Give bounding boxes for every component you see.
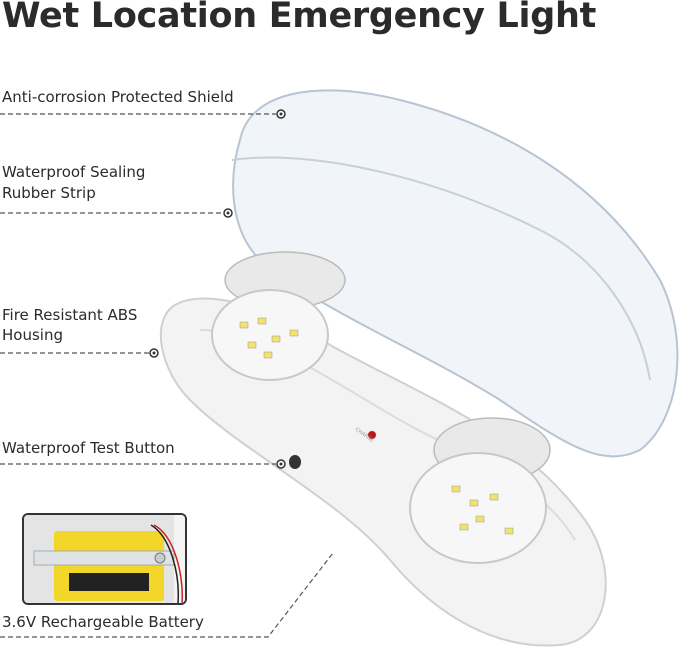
callout-battery: 3.6V Rechargeable Battery bbox=[2, 613, 204, 631]
upper-led-module bbox=[211, 289, 329, 381]
callout-strip-line2: Rubber Strip bbox=[2, 184, 96, 202]
callout-housing-line1: Fire Resistant ABS bbox=[2, 306, 138, 324]
battery-inset-photo bbox=[22, 513, 187, 605]
test-button bbox=[289, 455, 301, 469]
callout-housing-line2: Housing bbox=[2, 326, 63, 344]
callout-test-button: Waterproof Test Button bbox=[2, 439, 175, 457]
callout-strip-line1: Waterproof Sealing bbox=[2, 163, 146, 181]
lower-led-module bbox=[409, 452, 547, 564]
charge-indicator bbox=[368, 431, 376, 439]
callout-shield: Anti-corrosion Protected Shield bbox=[2, 88, 234, 106]
page-title: Wet Location Emergency Light bbox=[2, 0, 597, 36]
